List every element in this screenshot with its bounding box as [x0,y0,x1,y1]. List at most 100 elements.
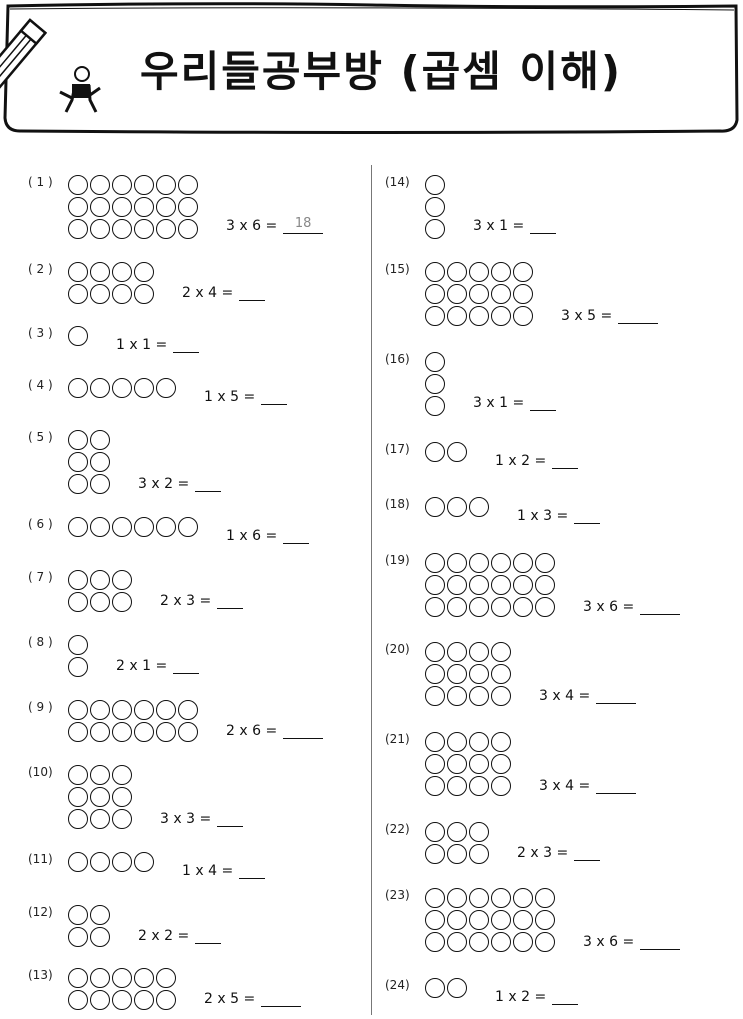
circle-icon [68,927,88,947]
problem-number: (14) [385,175,410,189]
answer-blank[interactable] [239,284,266,301]
circle-icon [112,765,132,785]
answer-blank[interactable]: 18 [283,217,324,234]
circle-icon [68,809,88,829]
circle-icon [68,852,88,872]
answer-blank[interactable] [640,598,681,615]
answer-blank[interactable] [173,336,200,353]
circle-icon [425,262,445,282]
circle-icon [535,888,555,908]
equation: 3 x 6 = [583,933,681,950]
problem-number: (19) [385,553,410,567]
circle-icon [535,597,555,617]
answer-blank[interactable] [596,687,637,704]
answer-blank[interactable] [217,810,244,827]
circle-array [68,968,178,1012]
circle-icon [156,378,176,398]
circle-icon [156,175,176,195]
problem-number: (17) [385,442,410,456]
circle-icon [469,888,489,908]
answer-blank[interactable] [261,990,302,1007]
circle-icon [134,175,154,195]
equation: 3 x 2 = [138,475,222,492]
circle-icon [112,378,132,398]
circle-icon [513,597,533,617]
equation: 1 x 1 = [116,336,200,353]
circle-icon [535,553,555,573]
circle-icon [425,374,445,394]
answer-blank[interactable] [261,388,288,405]
equation-text: 1 x 2 = [495,989,547,1005]
answer-blank[interactable] [640,933,681,950]
circle-icon [425,754,445,774]
circle-icon [112,175,132,195]
circle-icon [112,517,132,537]
circle-icon [447,262,467,282]
circle-icon [425,175,445,195]
circle-icon [134,378,154,398]
circle-icon [469,262,489,282]
equation-text: 3 x 3 = [160,811,212,827]
answer-blank[interactable] [618,307,659,324]
problem-number: (24) [385,978,410,992]
answer-blank[interactable] [239,862,266,879]
circle-icon [425,686,445,706]
circle-icon [90,452,110,472]
header-banner: 우리들공부방 (곱셈 이해) [0,0,743,140]
equation: 2 x 5 = [204,990,302,1007]
circle-icon [68,765,88,785]
circle-icon [90,700,110,720]
problem-number: (22) [385,822,410,836]
answer-blank[interactable] [195,475,222,492]
circle-icon [469,776,489,796]
circle-icon [491,686,511,706]
circle-icon [68,517,88,537]
answer-blank[interactable] [574,507,601,524]
answer-blank[interactable] [552,988,579,1005]
circle-icon [491,664,511,684]
circle-icon [68,197,88,217]
answer-blank[interactable] [552,452,579,469]
answer-blank[interactable] [283,722,324,739]
circle-icon [425,978,445,998]
circle-icon [513,910,533,930]
answer-blank[interactable] [217,592,244,609]
circle-icon [513,932,533,952]
equation: 2 x 4 = [182,284,266,301]
equation-text: 1 x 4 = [182,863,234,879]
circle-array [68,326,90,348]
answer-blank[interactable] [596,777,637,794]
circle-icon [469,575,489,595]
circle-icon [425,442,445,462]
equation: 1 x 2 = [495,988,579,1005]
circle-icon [491,575,511,595]
equation: 2 x 3 = [160,592,244,609]
circle-icon [447,686,467,706]
circle-icon [178,175,198,195]
circle-icon [425,219,445,239]
circle-icon [90,474,110,494]
circle-icon [90,570,110,590]
equation: 3 x 4 = [539,687,637,704]
problem-number: ( 8 ) [28,635,53,649]
equation: 3 x 5 = [561,307,659,324]
circle-icon [425,553,445,573]
answer-blank[interactable] [173,657,200,674]
circle-icon [90,905,110,925]
problem-number: (12) [28,905,53,919]
circle-icon [535,575,555,595]
circle-icon [425,597,445,617]
circle-icon [491,910,511,930]
answer-blank[interactable] [530,394,557,411]
circle-array [425,262,535,328]
answer-blank[interactable] [574,844,601,861]
problem-number: ( 1 ) [28,175,53,189]
circle-icon [90,809,110,829]
equation-text: 3 x 6 = [226,218,278,234]
answer-blank[interactable] [195,927,222,944]
answer-blank[interactable] [530,217,557,234]
circle-icon [156,517,176,537]
circle-icon [469,732,489,752]
circle-icon [447,932,467,952]
answer-blank[interactable] [283,527,310,544]
